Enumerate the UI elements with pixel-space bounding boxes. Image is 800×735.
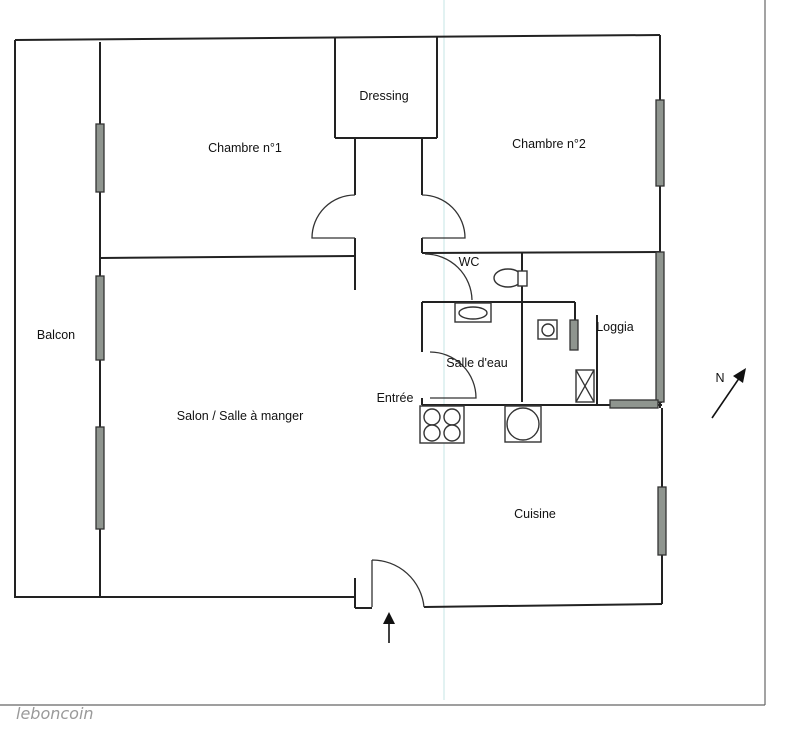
room-label-dressing: Dressing [359, 89, 408, 103]
room-label-salon: Salon / Salle à manger [177, 409, 303, 423]
page-frame [0, 0, 766, 706]
north-indicator: N [711, 368, 746, 419]
laundry-sink [537, 319, 558, 340]
room-label-entree: Entrée [377, 391, 414, 405]
wc-toilet [493, 268, 528, 288]
room-label-wc: WC [459, 255, 480, 269]
cooktop [419, 405, 465, 444]
kitchen-sink [504, 405, 542, 443]
watermark: leboncoin [16, 704, 94, 723]
outer-walls [14, 34, 663, 608]
water-heater [575, 369, 595, 403]
north-label: N [715, 371, 724, 385]
room-label-loggia: Loggia [596, 320, 634, 334]
north-arrow-icon [711, 368, 746, 419]
windows [95, 99, 667, 556]
room-label-balcon: Balcon [37, 328, 75, 342]
washbasin [454, 302, 492, 323]
fixtures [419, 268, 595, 444]
room-label-chambre-2: Chambre n°2 [512, 137, 586, 151]
room-label-chambre-1: Chambre n°1 [208, 141, 282, 155]
interior-walls [99, 37, 663, 597]
room-labels: Dressing Chambre n°1 Chambre n°2 WC Balc… [37, 89, 634, 521]
entrance-arrow-icon [383, 612, 395, 643]
door-swings [311, 194, 477, 609]
room-label-cuisine: Cuisine [514, 507, 556, 521]
room-label-salle-eau: Salle d'eau [446, 356, 508, 370]
